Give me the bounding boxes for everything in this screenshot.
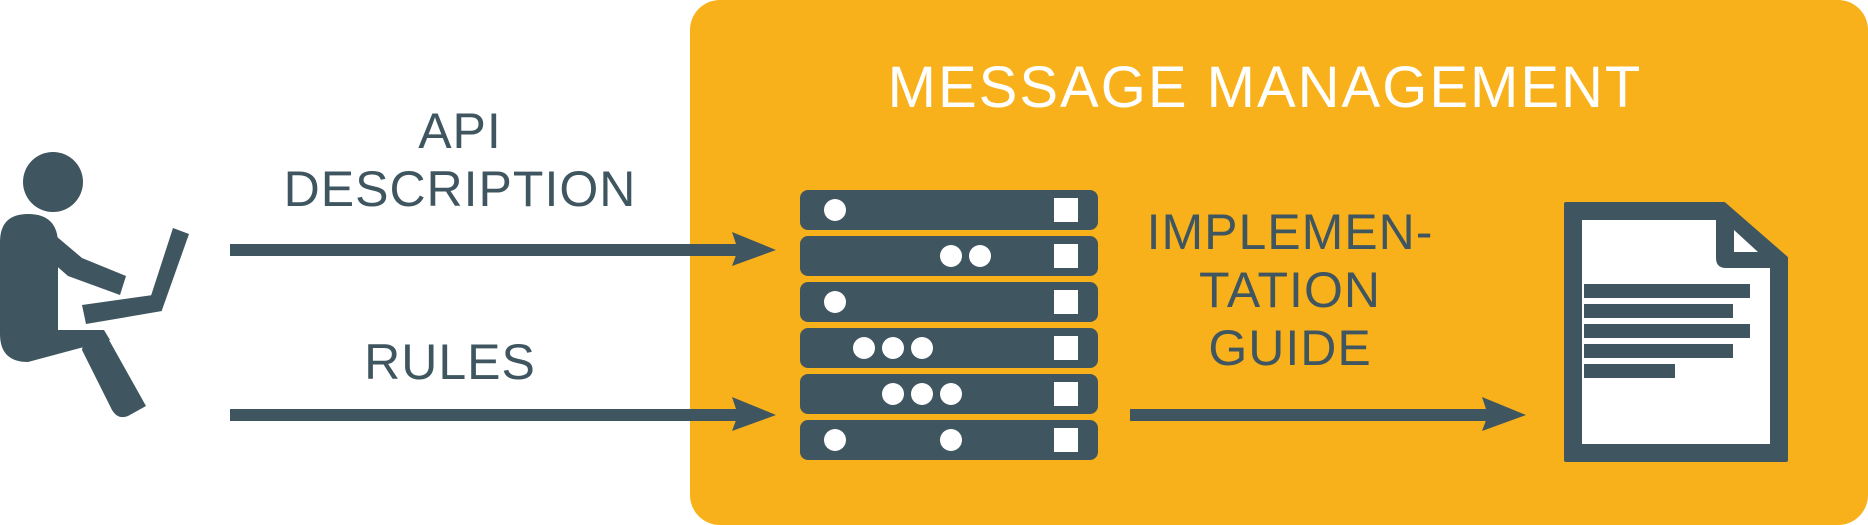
- server-unit-body: [800, 190, 1098, 230]
- document-text-line: [1584, 284, 1750, 298]
- server-unit: [800, 190, 1098, 230]
- server-unit: [800, 236, 1098, 276]
- server-status-light: [940, 429, 962, 451]
- server-unit: [800, 282, 1098, 322]
- server-unit: [800, 420, 1098, 460]
- rules-label: RULES: [280, 333, 620, 391]
- server-status-light: [824, 199, 846, 221]
- api-description-line: API: [418, 103, 502, 159]
- server-status-light: [911, 383, 933, 405]
- server-status-light: [853, 337, 875, 359]
- document-icon: [1564, 202, 1788, 462]
- implementation-guide-line: GUIDE: [1208, 320, 1372, 376]
- panel-title: MESSAGE MANAGEMENT: [887, 55, 1643, 120]
- server-status-light: [940, 245, 962, 267]
- document-text-line: [1584, 364, 1675, 378]
- server-drive-slot: [1054, 336, 1078, 360]
- implementation-guide-arrow: [1130, 397, 1526, 431]
- server-status-light: [969, 245, 991, 267]
- server-status-light: [882, 337, 904, 359]
- flow-arrows: [230, 232, 1526, 431]
- server-drive-slot: [1054, 382, 1078, 406]
- server-status-light: [940, 383, 962, 405]
- person-at-laptop-icon: [0, 152, 189, 418]
- api-description-arrow: [230, 232, 776, 266]
- server-status-light: [911, 337, 933, 359]
- server-unit-body: [800, 328, 1098, 368]
- document-text-line: [1584, 344, 1733, 358]
- implementation-guide-line: TATION: [1199, 262, 1381, 318]
- api-description-label: API DESCRIPTION: [240, 102, 680, 218]
- implementation-guide-line: IMPLEMEN-: [1146, 204, 1434, 260]
- server-unit: [800, 328, 1098, 368]
- server-drive-slot: [1054, 244, 1078, 268]
- server-status-light: [824, 429, 846, 451]
- server-drive-slot: [1054, 290, 1078, 314]
- document-text-line: [1584, 324, 1750, 338]
- api-description-line: DESCRIPTION: [283, 161, 637, 217]
- server-drive-slot: [1054, 428, 1078, 452]
- server-status-light: [824, 291, 846, 313]
- server-drive-slot: [1054, 198, 1078, 222]
- implementation-guide-label: IMPLEMEN- TATION GUIDE: [1110, 203, 1470, 377]
- server-unit: [800, 374, 1098, 414]
- server-rack-icon: [800, 190, 1098, 460]
- document-text-lines: [1584, 284, 1750, 378]
- document-text-line: [1584, 304, 1733, 318]
- rules-arrow: [230, 397, 776, 431]
- rules-line: RULES: [364, 334, 536, 390]
- server-unit-body: [800, 282, 1098, 322]
- server-status-light: [882, 383, 904, 405]
